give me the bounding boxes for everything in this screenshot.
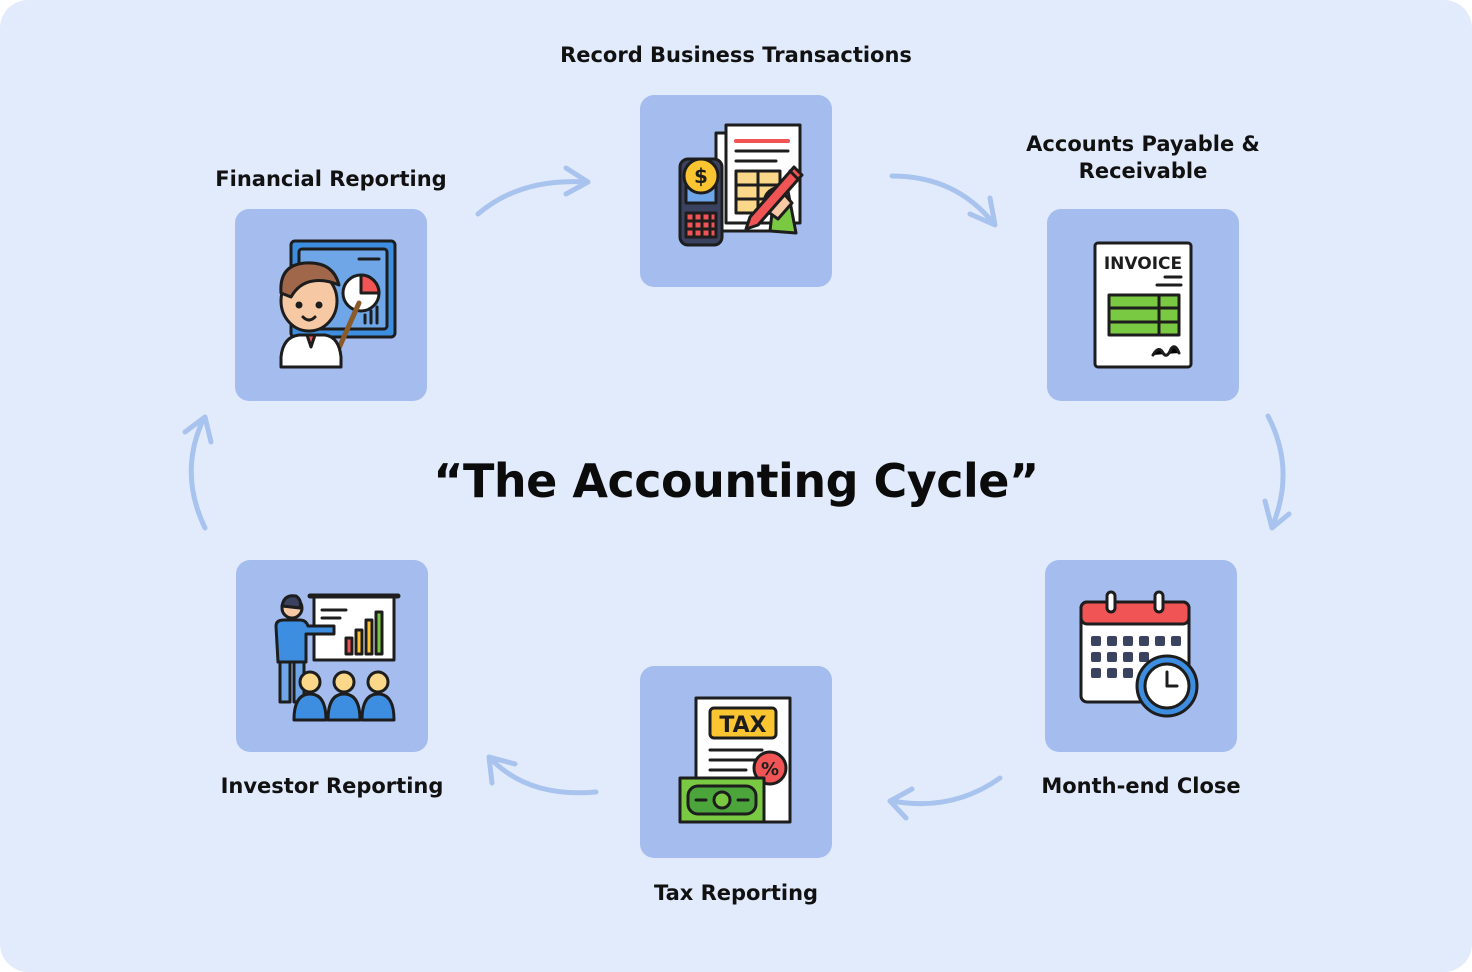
step-tile-investor-reporting xyxy=(236,560,428,752)
step-tile-tax-reporting: TAX % xyxy=(640,666,832,858)
step-label-tax-reporting: Tax Reporting xyxy=(653,881,819,905)
transaction-document-icon: $ xyxy=(678,123,804,247)
invoice-icon-text: INVOICE xyxy=(1104,254,1182,274)
step-tile-financial-reporting xyxy=(235,209,427,401)
presenter-chart-icon xyxy=(279,239,397,369)
step-label-line-1: Accounts Payable & xyxy=(1026,132,1260,156)
step-label-financial-reporting: Financial Reporting xyxy=(215,167,447,191)
arrow-close-to-tax xyxy=(887,775,1003,821)
svg-text:%: % xyxy=(761,759,779,780)
arrow-record-to-payable xyxy=(889,173,998,228)
svg-text:$: $ xyxy=(694,164,708,188)
step-label-line-2: Receivable xyxy=(1078,159,1208,183)
step-label-accounts-payable: Accounts Payable & Receivable xyxy=(943,131,1343,185)
calendar-clock-icon xyxy=(1079,590,1199,718)
presentation-audience-icon xyxy=(274,593,401,722)
diagram-title: “The Accounting Cycle” xyxy=(433,454,1039,508)
tax-icon-text: TAX xyxy=(719,713,766,738)
invoice-icon: INVOICE xyxy=(1093,241,1193,369)
arrow-payable-to-close xyxy=(1262,413,1292,531)
arrow-investor-to-financial xyxy=(182,414,214,531)
step-tile-month-end-close xyxy=(1045,560,1237,752)
step-tile-accounts-payable: INVOICE xyxy=(1047,209,1239,401)
step-label-investor-reporting: Investor Reporting xyxy=(220,774,444,798)
step-tile-record-transactions: $ xyxy=(640,95,832,287)
arrow-financial-to-record xyxy=(475,165,591,217)
arrow-tax-to-investor xyxy=(486,754,599,796)
step-label-record-transactions: Record Business Transactions xyxy=(560,43,912,67)
tax-document-icon: TAX % xyxy=(678,696,792,824)
step-label-month-end-close: Month-end Close xyxy=(1041,774,1241,798)
